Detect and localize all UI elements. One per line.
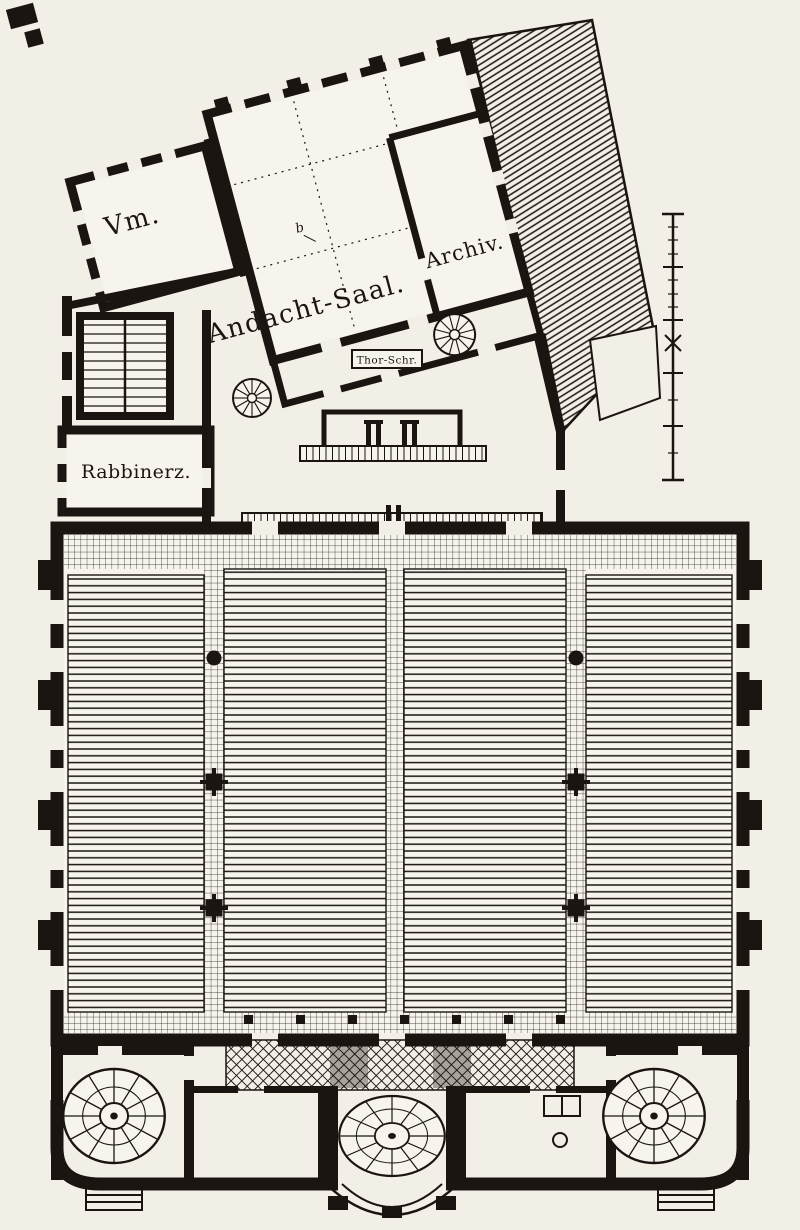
vestibule: [50, 1039, 750, 1218]
almemor-platform: [321, 409, 463, 452]
pew-block-centre-right: [403, 568, 567, 1013]
prayer-hall-wing: Vm. Andacht-Saal. Archiv. b: [64, 36, 546, 409]
vault-bay-lines: [234, 77, 409, 329]
column-bases: [364, 420, 419, 446]
main-hall: [38, 521, 762, 1047]
room-label-rabbinerz: Rabbinerz.: [81, 461, 191, 483]
room-rabbinerz: Rabbinerz.: [57, 425, 215, 517]
west-wing: Rabbinerz.: [57, 267, 273, 528]
stair-rotunda-left: [63, 1069, 165, 1163]
stair-rotunda-right: [603, 1069, 705, 1163]
vestibule-fixtures: [543, 1095, 581, 1148]
central-oval-stair: [339, 1096, 445, 1176]
side-steps: [85, 1187, 715, 1211]
hall-top-aisle: [64, 535, 736, 569]
winding-stair: [231, 377, 273, 419]
bay-marker-label: b: [294, 220, 306, 237]
wall-piers: [38, 560, 762, 950]
thor-schr-label: Thor-Schr.: [357, 355, 418, 367]
gallery-posts: [244, 1015, 565, 1024]
window-gaps: [72, 47, 519, 399]
thor-schr-box: [351, 349, 423, 369]
room-archiv-walls: [386, 109, 483, 318]
spiral-stair: [433, 313, 477, 357]
lobby-floor: [225, 1039, 575, 1091]
pew-block-right: [585, 574, 733, 1013]
buttress-piers: [213, 36, 453, 113]
wedge-notch: [588, 324, 662, 422]
hall-columns: [200, 650, 590, 922]
staircase: [76, 312, 174, 420]
steps-upper: [299, 445, 487, 462]
pew-block-centre-left: [223, 568, 387, 1013]
pew-block-left: [67, 574, 205, 1013]
wall-fragments: [5, 2, 44, 48]
entrance-steps: [325, 1183, 459, 1218]
scale-bar: [662, 212, 684, 482]
